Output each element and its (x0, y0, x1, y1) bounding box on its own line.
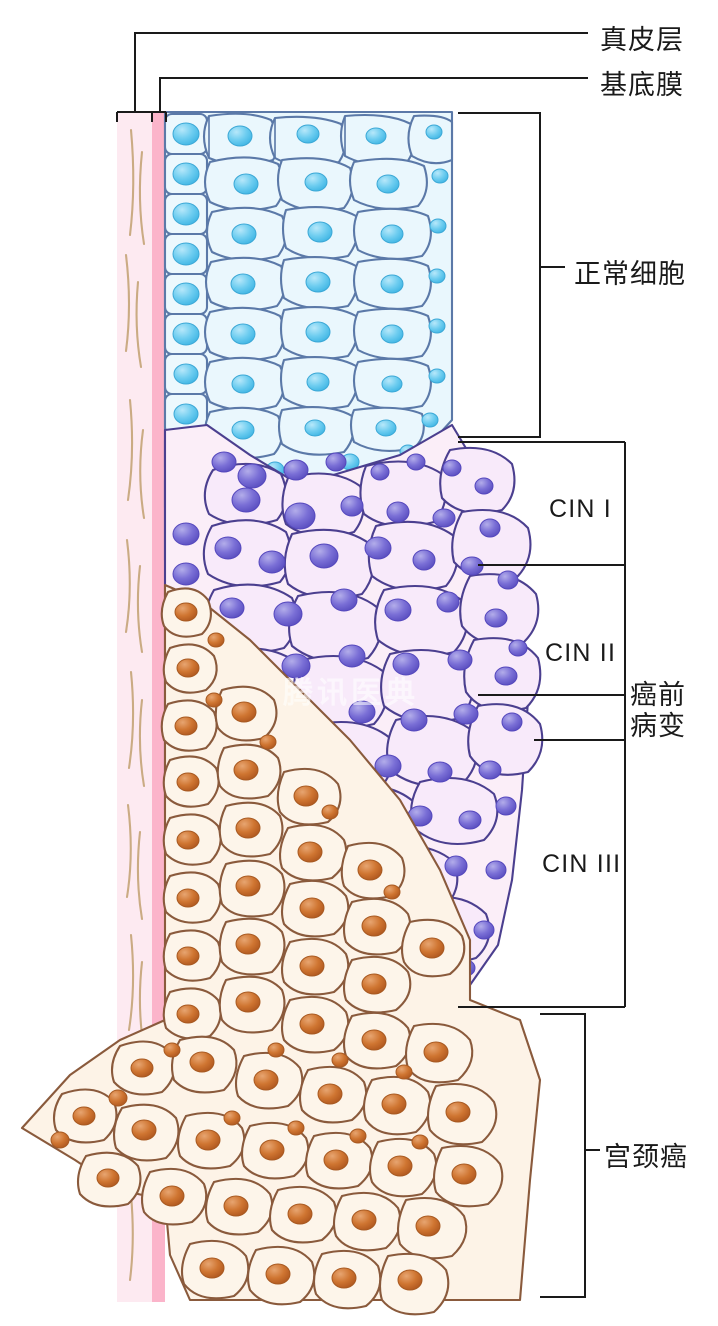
label-normal-cells: 正常细胞 (574, 259, 686, 289)
label-cin-1: CIN I (549, 495, 612, 523)
label-precancerous-line2: 病变 (630, 711, 686, 741)
label-cervical-cancer: 宫颈癌 (604, 1142, 688, 1172)
label-cin-2: CIN II (545, 639, 617, 667)
basement-membrane-layer (152, 112, 165, 1302)
leader-lines (116, 32, 626, 1298)
label-cin-3: CIN III (542, 850, 622, 878)
carcinoma-cell-nuclei (50, 602, 477, 1291)
label-precancerous-lesion: 癌前 病变 (630, 680, 686, 742)
label-precancerous-line1: 癌前 (630, 680, 686, 710)
label-basement-membrane: 基底膜 (600, 70, 684, 100)
label-dermis: 真皮层 (600, 25, 684, 55)
